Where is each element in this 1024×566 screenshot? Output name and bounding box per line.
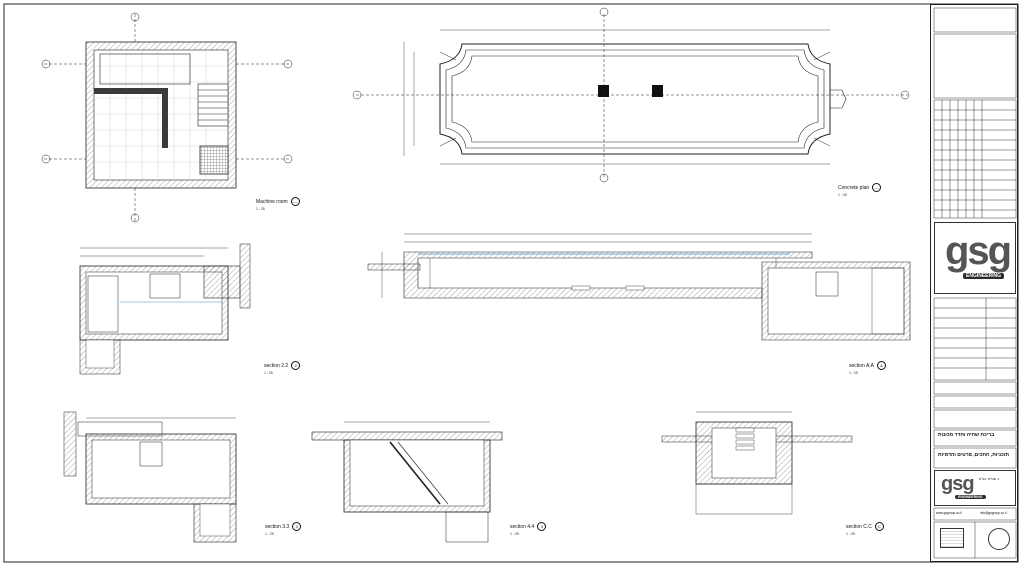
section-44-mark: 4 (537, 522, 547, 531)
title-block-lines (933, 7, 1017, 559)
small-company-logo: gsg ENGINEERING ג. שטייגר בע"מ (934, 470, 1016, 506)
sheet-border (3, 3, 1019, 563)
small-logo-text: gsg (941, 473, 975, 495)
section-44-scale: 1 : 25 (510, 532, 519, 536)
title-block (930, 4, 1018, 562)
section-33-title: section 3.3 (265, 523, 290, 530)
section-cc-scale: 1 : 25 (846, 532, 855, 536)
section-2-2 (79, 243, 251, 375)
email[interactable]: info@gsgroup.co.il (980, 511, 1007, 515)
logo-subtitle: ENGINEERING (963, 273, 1005, 279)
firm-name: ג. שטייגר בע"מ (979, 477, 1000, 481)
project-name: בריכת שחיה וחדר מכונות (938, 432, 995, 438)
section-22-mark: 2 (291, 361, 301, 370)
concrete-plan-title: Concrete plan (838, 184, 870, 191)
concrete-plan-label: Concrete plan— 1 : 25 (838, 183, 882, 197)
machine-room-label: Machine room— 1 : 25 (256, 197, 300, 211)
section-33-scale: 1 : 25 (265, 532, 274, 536)
machine-room-plan (41, 12, 293, 223)
section-aa-scale: 1 : 25 (849, 371, 858, 375)
concrete-plan-mark: — (872, 183, 882, 192)
section-c-c (661, 411, 853, 515)
certification-stamp-icon (940, 528, 964, 548)
section-33-mark: 3 (292, 522, 302, 531)
section-cc-mark: C (874, 522, 884, 531)
machine-room-mark: — (290, 197, 300, 206)
section-a-a (367, 233, 911, 341)
sheet-title: תוכניות, חתכים, פרטים והדמיות (938, 452, 1009, 458)
iso-seal-icon (988, 528, 1010, 550)
concrete-plan (352, 7, 910, 183)
machine-room-title: Machine room (256, 198, 288, 205)
section-22-title: section 2.2 (264, 362, 289, 369)
section-3-3 (63, 411, 237, 543)
company-logo: gsg ENGINEERING (934, 222, 1016, 294)
section-22-scale: 1 : 25 (264, 371, 273, 375)
website[interactable]: www.gsgroup.co.il (936, 511, 962, 515)
section-aa-mark: A (877, 361, 887, 370)
concrete-plan-scale: 1 : 25 (838, 193, 847, 197)
machine-room-scale: 1 : 25 (256, 207, 265, 211)
small-logo-subtitle: ENGINEERING (955, 495, 986, 499)
section-cc-title: section C.C (846, 523, 872, 530)
section-aa-title: section A.A (849, 362, 875, 369)
section-4-4 (311, 421, 503, 543)
section-44-title: section 4.4 (510, 523, 535, 530)
logo-text: gsg (945, 229, 1012, 273)
